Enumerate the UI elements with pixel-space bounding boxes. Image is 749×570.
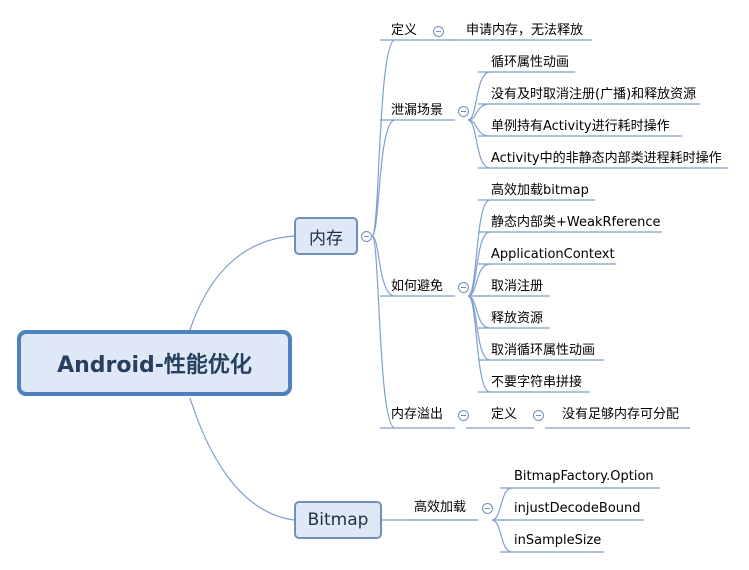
bitmap-item[interactable]: BitmapFactory.Option bbox=[514, 469, 654, 484]
leak-item[interactable]: 没有及时取消注册(广播)和释放资源 bbox=[491, 87, 697, 102]
bitmap-item[interactable]: inSampleSize bbox=[514, 533, 602, 548]
overflow-definition[interactable]: 定义 bbox=[491, 407, 518, 422]
avoid-item[interactable]: 静态内部类+WeakRference bbox=[491, 215, 661, 230]
leak-item[interactable]: 循环属性动画 bbox=[491, 55, 570, 70]
memory-definition[interactable]: 定义 bbox=[391, 23, 418, 38]
collapse-leak-icon[interactable] bbox=[458, 106, 469, 117]
memory-overflow[interactable]: 内存溢出 bbox=[391, 407, 444, 422]
collapse-overflow-icon[interactable] bbox=[458, 410, 469, 421]
avoid-item[interactable]: 高效加载bitmap bbox=[491, 183, 589, 198]
leak-scenarios[interactable]: 泄漏场景 bbox=[391, 103, 444, 118]
collapse-efficient-loading-icon[interactable] bbox=[482, 503, 493, 514]
avoid-item[interactable]: 释放资源 bbox=[491, 311, 544, 326]
branch-memory[interactable]: 内存 bbox=[294, 217, 358, 255]
collapse-overflow-definition-icon[interactable] bbox=[533, 410, 544, 421]
avoid-item[interactable]: 不要字符串拼接 bbox=[491, 375, 583, 390]
collapse-avoid-icon[interactable] bbox=[458, 282, 469, 293]
collapse-memory-icon[interactable] bbox=[361, 231, 372, 242]
efficient-loading[interactable]: 高效加载 bbox=[414, 500, 467, 515]
branch-bitmap[interactable]: Bitmap bbox=[294, 501, 382, 539]
root-topic[interactable]: Android-性能优化 bbox=[17, 330, 292, 396]
leak-item[interactable]: Activity中的非静态内部类进程耗时操作 bbox=[491, 151, 722, 166]
avoid-item[interactable]: 取消注册 bbox=[491, 279, 544, 294]
avoid-item[interactable]: 取消循环属性动画 bbox=[491, 343, 596, 358]
collapse-definition-icon[interactable] bbox=[433, 26, 444, 37]
avoid-item[interactable]: ApplicationContext bbox=[491, 247, 615, 262]
memory-definition-detail[interactable]: 申请内存，无法释放 bbox=[466, 23, 584, 38]
leak-item[interactable]: 单例持有Activity进行耗时操作 bbox=[491, 119, 670, 134]
overflow-definition-detail[interactable]: 没有足够内存可分配 bbox=[562, 407, 680, 422]
how-to-avoid[interactable]: 如何避免 bbox=[391, 279, 444, 294]
bitmap-item[interactable]: injustDecodeBound bbox=[514, 501, 641, 516]
